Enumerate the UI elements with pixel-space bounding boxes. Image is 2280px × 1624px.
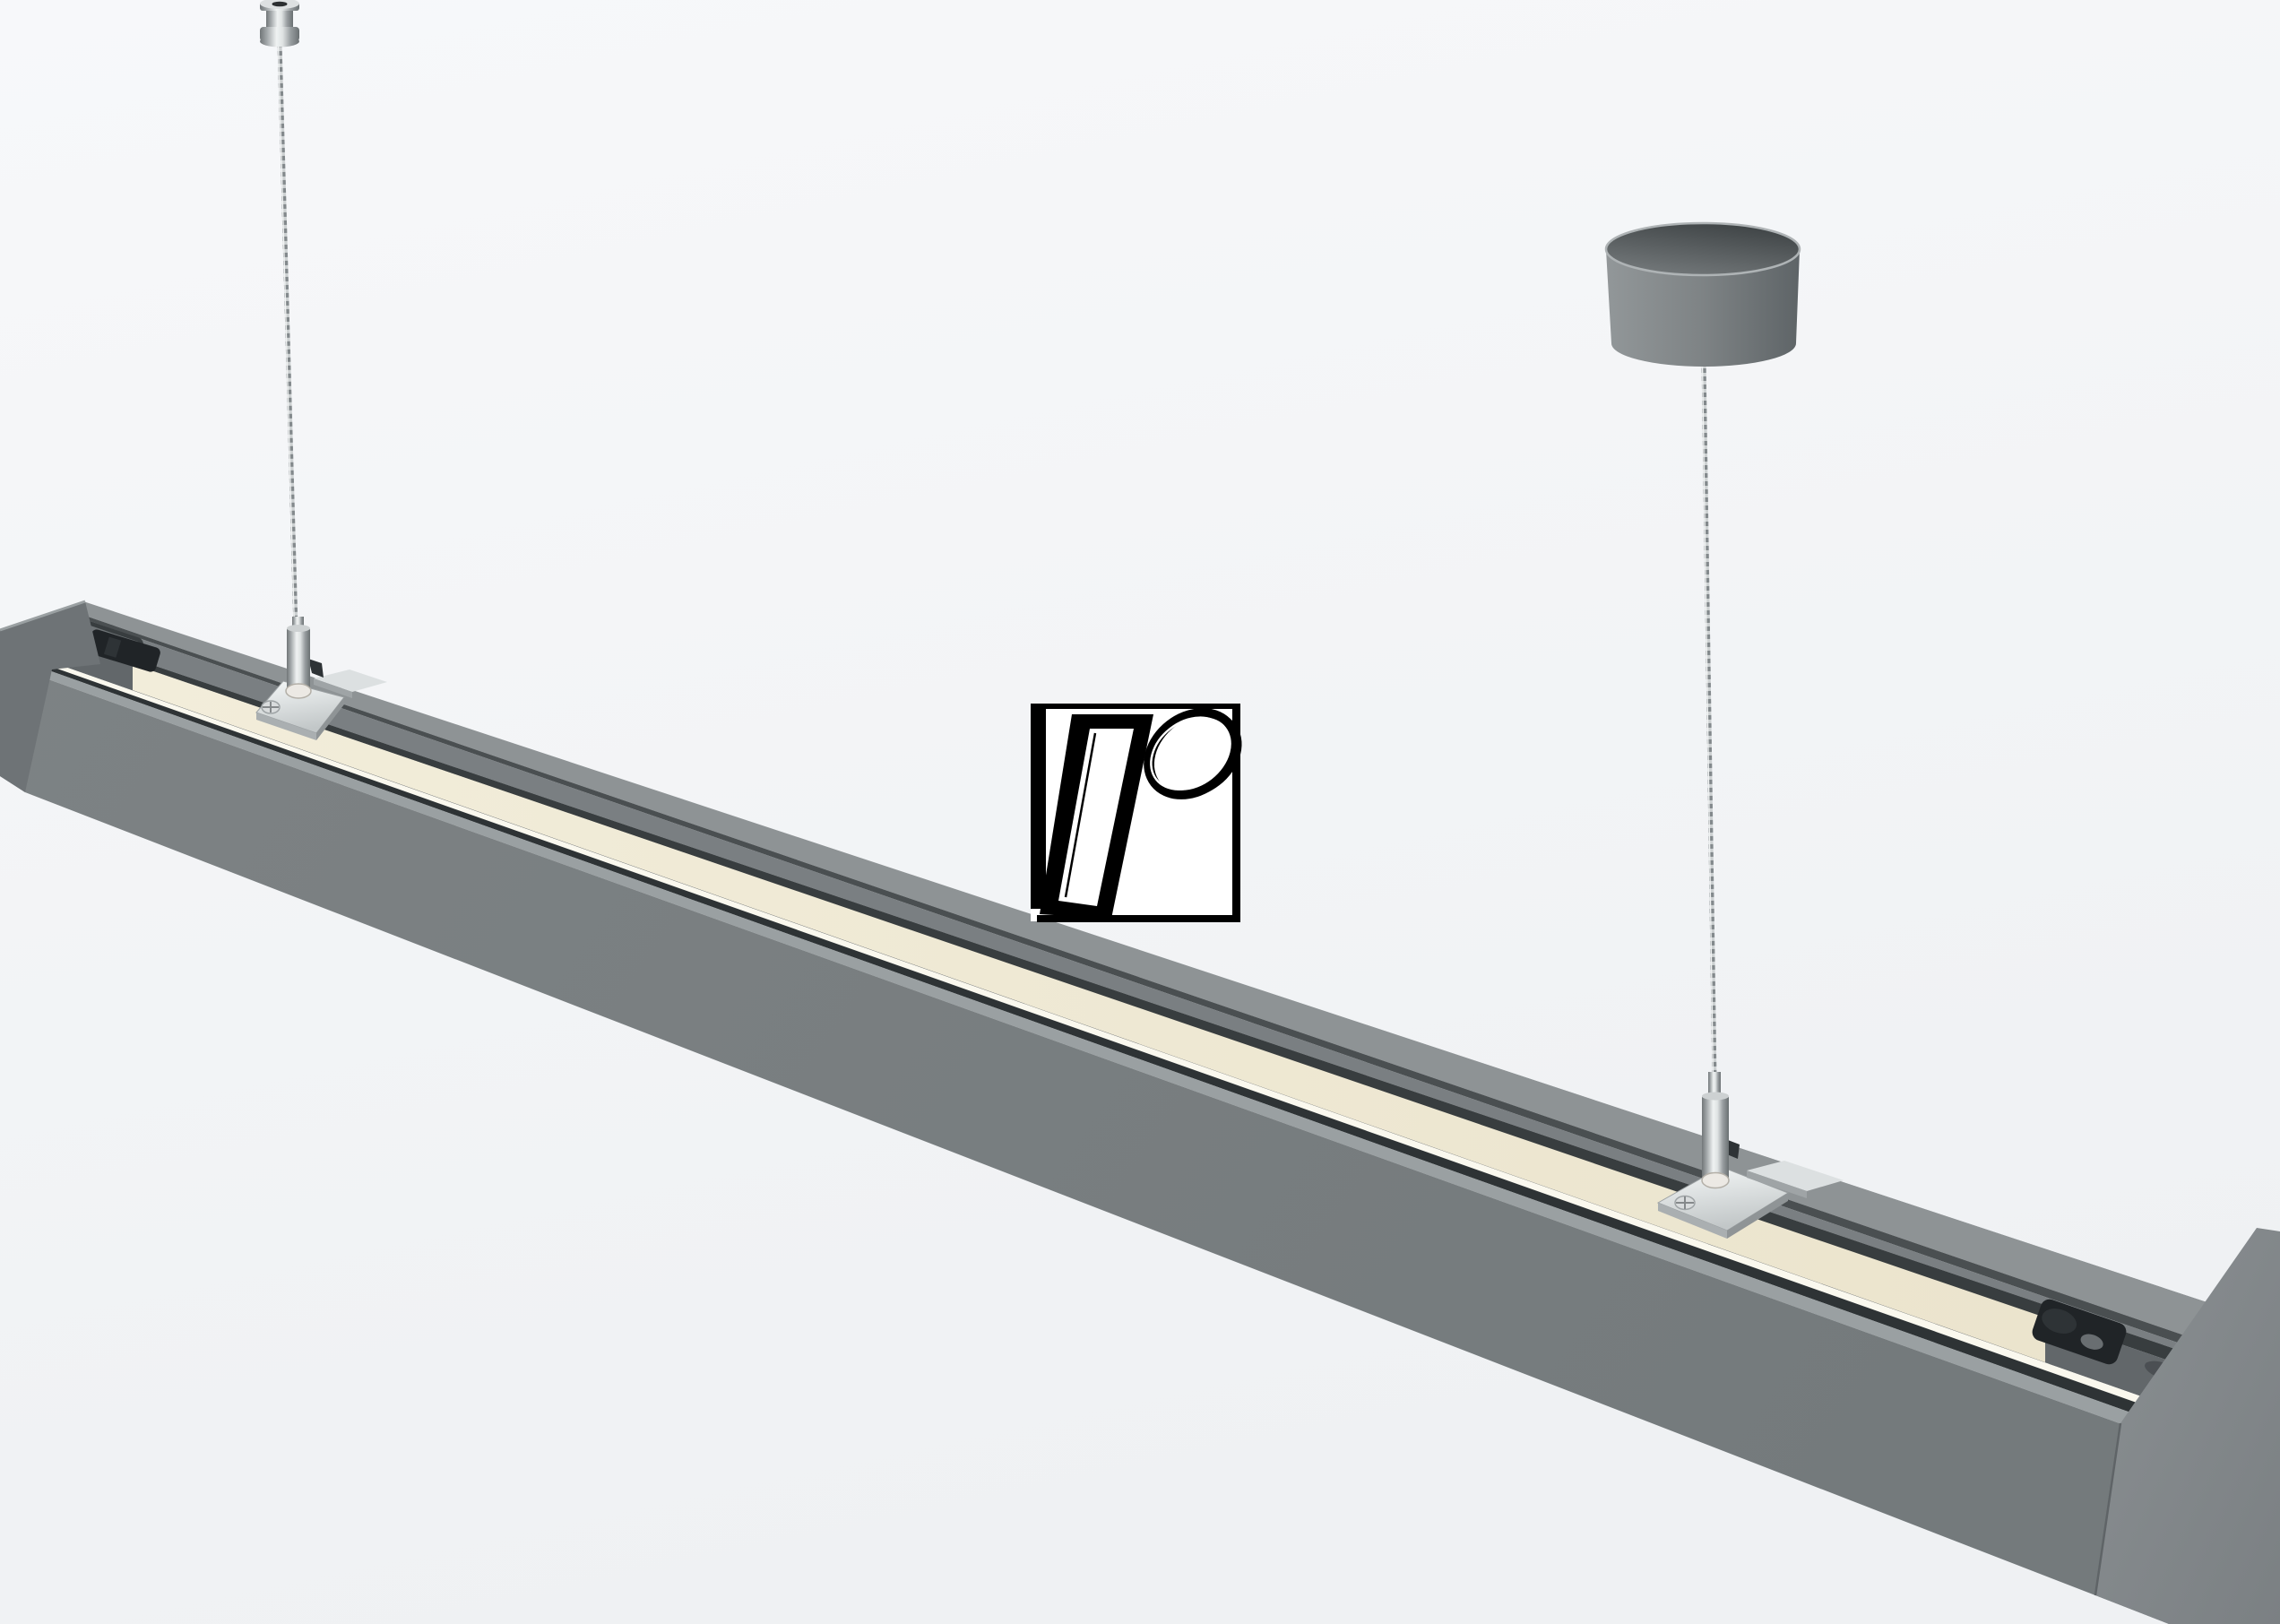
logo-frame: [1031, 704, 1240, 922]
suspension-right: [1604, 221, 1801, 1082]
bracket-side-facet: [1727, 1193, 1788, 1239]
watermark-logo: [1031, 704, 1242, 922]
cable-gripper-left: [285, 617, 312, 699]
left-end-cap: [0, 600, 100, 792]
strip-end-clip-right: [2032, 1299, 2127, 1365]
logo-ellipse-ring: [1144, 708, 1242, 799]
suspension-left: [260, 0, 299, 630]
front-groove: [0, 645, 2280, 1469]
bracket-flange-front: [314, 678, 352, 698]
bracket-front-facet: [1658, 1203, 1727, 1239]
logo-stem: [1040, 714, 1153, 919]
canopy-opening: [1606, 223, 1800, 275]
led-strip-top: [133, 664, 2045, 1362]
suspension-cable-left: [277, 42, 298, 630]
clip-hole: [2080, 1334, 2103, 1350]
anchor-cable-hole: [272, 1, 288, 7]
bracket-flange-left: [314, 669, 387, 692]
led-strip-bevel: [0, 641, 2280, 1456]
cable-tail-right: [1727, 1140, 1740, 1159]
strip-end-clip-left: [87, 629, 160, 672]
front-top-rim: [0, 650, 2280, 1484]
bracket-screw-left: [261, 700, 281, 714]
cable-clamp-right: [1656, 1072, 1844, 1239]
bracket-flange-right: [1747, 1161, 1844, 1191]
bracket-flange-front: [1747, 1170, 1807, 1198]
cable-clamp-left: [255, 617, 387, 740]
ceiling-cable-anchor: [260, 0, 299, 48]
bracket-front-facet: [256, 713, 316, 740]
bracket-screw-right: [1674, 1195, 1696, 1211]
gripper-nut-left: [285, 683, 312, 699]
bracket-side-facet: [316, 697, 344, 740]
canopy-rim: [1604, 221, 1801, 277]
suspension-cable-right: [1701, 359, 1717, 1082]
ceiling-canopy: [1604, 221, 1801, 367]
right-end-cap: [2094, 1228, 2280, 1624]
gripper-nut-right: [1701, 1171, 1730, 1189]
cable-tail-left: [308, 659, 324, 678]
cable-gripper-right: [1701, 1072, 1730, 1189]
